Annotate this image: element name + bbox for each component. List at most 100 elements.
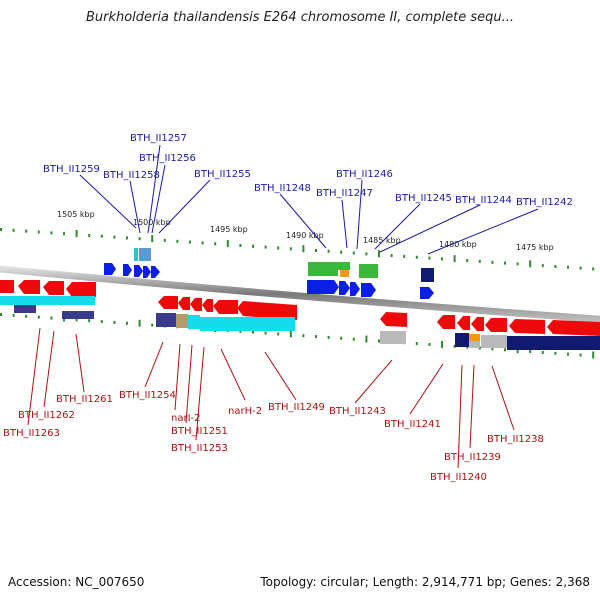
- gene-block-cyan-3[interactable]: [200, 317, 295, 331]
- gene-arrow-fwd-10[interactable]: [420, 287, 434, 299]
- accession-text: Accession: NC_007650: [8, 575, 145, 589]
- gene-label-BTH_II1256[interactable]: BTH_II1256: [139, 153, 196, 164]
- gene-arrow-fwd-7[interactable]: [339, 281, 350, 295]
- gene-block-orange[interactable]: [340, 270, 349, 277]
- scale-tick-top: [126, 236, 128, 240]
- scale-tick-bottom: [151, 323, 154, 327]
- scale-tick-top: [75, 230, 78, 237]
- scale-tick-top: [415, 255, 418, 259]
- gene-block-orange-2[interactable]: [469, 334, 480, 341]
- gene-block-cyan-2[interactable]: [188, 315, 200, 329]
- gene-arrow-rev-16[interactable]: [509, 319, 545, 334]
- gene-label-BTH_II1262[interactable]: BTH_II1262: [18, 410, 75, 421]
- gene-label-BTH_II1244[interactable]: BTH_II1244: [455, 195, 512, 206]
- gene-arrow-rev-8[interactable]: [202, 299, 213, 312]
- scale-tick-bottom: [554, 351, 557, 355]
- gene-arrow-rev-12[interactable]: [437, 315, 455, 329]
- gene-label-BTH_II1259[interactable]: BTH_II1259: [43, 164, 100, 175]
- gene-arrow-rev-6[interactable]: [178, 297, 190, 310]
- gene-arrow-fwd-4[interactable]: [143, 266, 151, 278]
- gene-block-gray-1[interactable]: [380, 331, 406, 344]
- gene-label-narI-2[interactable]: narI-2: [171, 413, 201, 424]
- gene-label-BTH_II1254[interactable]: BTH_II1254: [119, 390, 176, 401]
- gene-arrow-fwd-5[interactable]: [151, 266, 160, 278]
- gene-block-1246[interactable]: [359, 264, 378, 278]
- scale-tick-bottom: [428, 343, 431, 346]
- scale-tick-top: [529, 260, 532, 268]
- scale-tick-bottom: [252, 330, 254, 334]
- scale-tick-bottom: [302, 334, 305, 338]
- scale-tick-bottom: [75, 318, 78, 322]
- gene-block-1257[interactable]: [139, 248, 151, 261]
- scale-tick-top: [289, 247, 292, 251]
- scale-tick-top: [100, 234, 103, 238]
- gene-label-BTH_II1241[interactable]: BTH_II1241: [384, 419, 441, 430]
- gene-arrow-rev-10[interactable]: [237, 301, 297, 320]
- gene-label-BTH_II1263[interactable]: BTH_II1263: [3, 428, 60, 439]
- gene-arrow-rev-9[interactable]: [213, 300, 238, 314]
- gene-label-BTH_II1251[interactable]: BTH_II1251: [171, 426, 228, 437]
- gene-arrow-rev-13[interactable]: [457, 316, 470, 330]
- gene-label-BTH_II1242[interactable]: BTH_II1242: [516, 197, 573, 208]
- gene-label-BTH_II1257[interactable]: BTH_II1257: [130, 133, 187, 144]
- gene-arrow-fwd-6[interactable]: [307, 280, 339, 294]
- scale-tick-top: [151, 235, 154, 243]
- gene-arrow-fwd-8[interactable]: [350, 282, 360, 296]
- gene-label-BTH_II1243[interactable]: BTH_II1243: [329, 406, 386, 417]
- scale-tick-top: [12, 228, 15, 232]
- gene-label-BTH_II1240[interactable]: BTH_II1240: [430, 472, 487, 483]
- gene-block-tan[interactable]: [176, 314, 188, 328]
- gene-arrow-rev-5[interactable]: [158, 296, 178, 309]
- gene-block-navy-5[interactable]: [507, 336, 600, 350]
- gene-label-BTH_II1245[interactable]: BTH_II1245: [395, 193, 452, 204]
- gene-block-1247[interactable]: [338, 262, 350, 270]
- gene-label-narH-2[interactable]: narH-2: [228, 406, 262, 417]
- scale-tick-bottom: [529, 350, 532, 353]
- gene-label-BTH_II1258[interactable]: BTH_II1258: [103, 170, 160, 181]
- gene-arrow-rev-11[interactable]: [380, 312, 407, 327]
- scale-tick-bottom: [466, 345, 469, 349]
- gene-block-gray-2[interactable]: [469, 341, 480, 348]
- gene-arrow-rev-1[interactable]: [0, 280, 14, 293]
- scale-tick-top: [113, 235, 116, 239]
- gene-label-BTH_II1261[interactable]: BTH_II1261: [56, 394, 113, 405]
- gene-block-1258[interactable]: [134, 248, 138, 261]
- scale-tick-bottom: [504, 348, 506, 352]
- gene-block-navy-1[interactable]: [14, 305, 36, 313]
- kbp-label-1485: 1485 kbp: [363, 236, 401, 245]
- gene-label-BTH_II1253[interactable]: BTH_II1253: [171, 443, 228, 454]
- scale-tick-top: [277, 246, 280, 250]
- gene-arrow-rev-14[interactable]: [471, 317, 484, 331]
- gene-block-navy-2[interactable]: [62, 311, 94, 319]
- gene-arrow-rev-15[interactable]: [485, 318, 507, 332]
- scale-tick-top: [315, 249, 317, 252]
- reverse-leader-lines: [27, 327, 515, 469]
- gene-label-BTH_II1238[interactable]: BTH_II1238: [487, 434, 544, 445]
- gene-block-navy-4[interactable]: [455, 333, 469, 347]
- gene-arrow-rev-17[interactable]: [547, 320, 600, 336]
- scale-tick-bottom: [315, 335, 317, 339]
- gene-label-BTH_II1249[interactable]: BTH_II1249: [268, 402, 325, 413]
- gene-arrow-rev-7[interactable]: [190, 298, 202, 311]
- gene-block-navy-3[interactable]: [156, 313, 176, 327]
- gene-arrow-rev-4[interactable]: [66, 282, 96, 297]
- gene-arrow-rev-3[interactable]: [43, 281, 64, 295]
- gene-label-BTH_II1255[interactable]: BTH_II1255: [194, 169, 251, 180]
- gene-block-1248[interactable]: [308, 262, 338, 276]
- gene-arrow-fwd-3[interactable]: [134, 265, 143, 277]
- gene-arrow-fwd-9[interactable]: [361, 283, 376, 297]
- gene-arrow-fwd-1[interactable]: [104, 263, 116, 275]
- gene-block-cyan-1[interactable]: [0, 296, 95, 305]
- gene-arrow-rev-2[interactable]: [18, 280, 40, 294]
- scale-tick-top: [37, 230, 40, 234]
- gene-arrow-fwd-2[interactable]: [123, 264, 132, 276]
- gene-label-BTH_II1239[interactable]: BTH_II1239: [444, 452, 501, 463]
- forward-genes: [104, 248, 434, 299]
- scale-tick-bottom: [567, 352, 569, 356]
- gene-label-BTH_II1247[interactable]: BTH_II1247: [316, 188, 373, 199]
- gene-block-1242[interactable]: [421, 268, 434, 282]
- gene-block-gray-3[interactable]: [481, 335, 507, 348]
- gene-label-BTH_II1246[interactable]: BTH_II1246: [336, 169, 393, 180]
- gene-label-BTH_II1248[interactable]: BTH_II1248: [254, 183, 311, 194]
